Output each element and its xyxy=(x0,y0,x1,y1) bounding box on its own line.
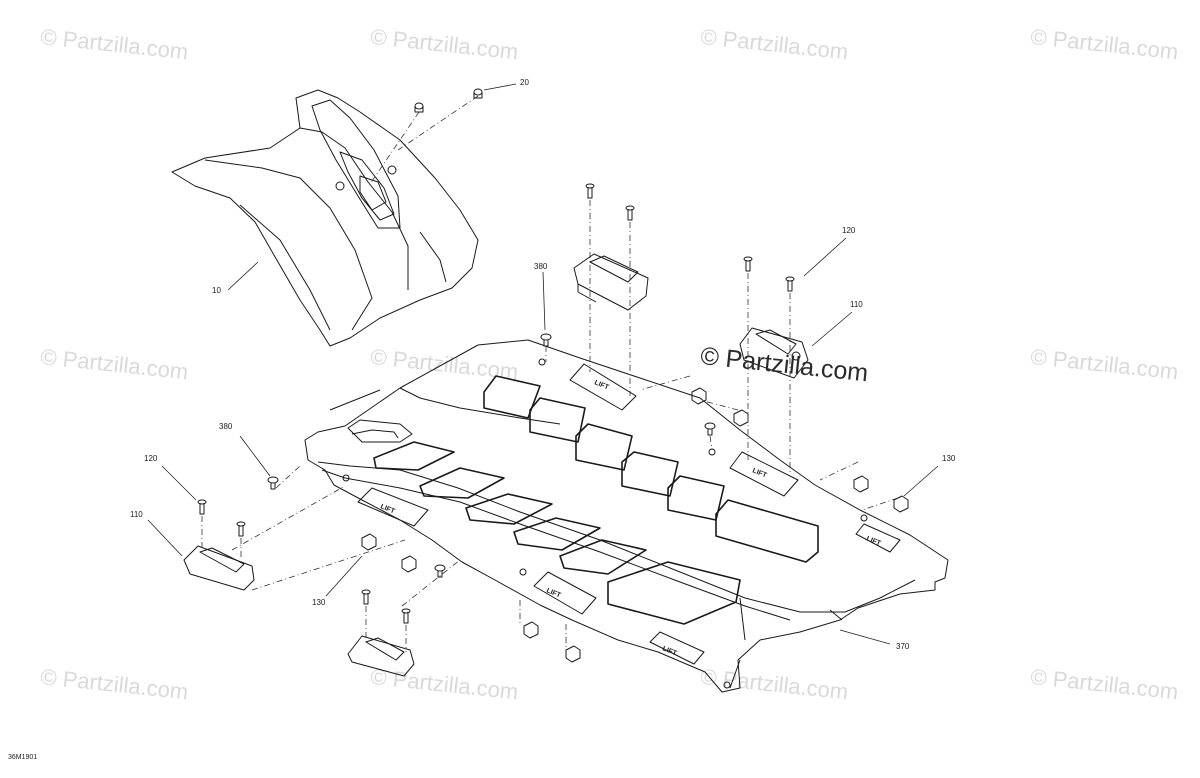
lift-handle xyxy=(347,635,415,677)
lift-handle xyxy=(573,253,649,311)
callout-380[interactable]: 380 xyxy=(534,262,548,271)
callout-10[interactable]: 10 xyxy=(212,286,221,295)
callout-370[interactable]: 370 xyxy=(896,642,910,651)
callout-130[interactable]: 130 xyxy=(942,454,956,463)
nut xyxy=(893,495,909,513)
callout-120[interactable]: 120 xyxy=(144,454,158,463)
screw xyxy=(401,608,411,624)
lift-marking: LIFT xyxy=(865,535,882,547)
bolt xyxy=(414,102,424,113)
nut xyxy=(691,387,707,405)
lift-markings: LIFT LIFT LIFT LIFT LIFT LIFT xyxy=(379,379,882,657)
lift-handle xyxy=(183,545,255,591)
callout-110[interactable]: 110 xyxy=(130,510,143,519)
screw xyxy=(625,205,635,221)
fastener-clip xyxy=(540,333,552,347)
callout-110[interactable]: 110 xyxy=(850,300,863,309)
screw xyxy=(785,276,795,292)
screw xyxy=(197,499,207,515)
screw xyxy=(361,589,371,605)
callout-20[interactable]: 20 xyxy=(520,78,529,87)
nut xyxy=(523,621,539,639)
screw xyxy=(743,256,753,272)
nut xyxy=(733,409,749,427)
floor-panel xyxy=(304,339,949,693)
fastener-clip xyxy=(434,564,446,578)
lift-marking: LIFT xyxy=(593,379,610,391)
screw xyxy=(585,183,595,199)
nut xyxy=(565,645,581,663)
nut xyxy=(853,475,869,493)
diagram-code: 36M1901 xyxy=(8,754,38,761)
lift-marking: LIFT xyxy=(751,467,768,479)
screw xyxy=(236,521,246,537)
nut xyxy=(401,555,417,573)
fastener-clip xyxy=(267,476,279,490)
leader-lines xyxy=(147,83,939,645)
assembly-lines xyxy=(201,95,899,652)
callout-380[interactable]: 380 xyxy=(219,422,233,431)
front-fender-cover xyxy=(171,89,479,347)
fastener-clip xyxy=(704,422,716,436)
callout-120[interactable]: 120 xyxy=(842,226,856,235)
bolt xyxy=(473,88,483,99)
nut xyxy=(361,533,377,551)
callout-130[interactable]: 130 xyxy=(312,598,326,607)
lift-marking: LIFT xyxy=(661,645,678,657)
lift-handle xyxy=(739,327,809,379)
